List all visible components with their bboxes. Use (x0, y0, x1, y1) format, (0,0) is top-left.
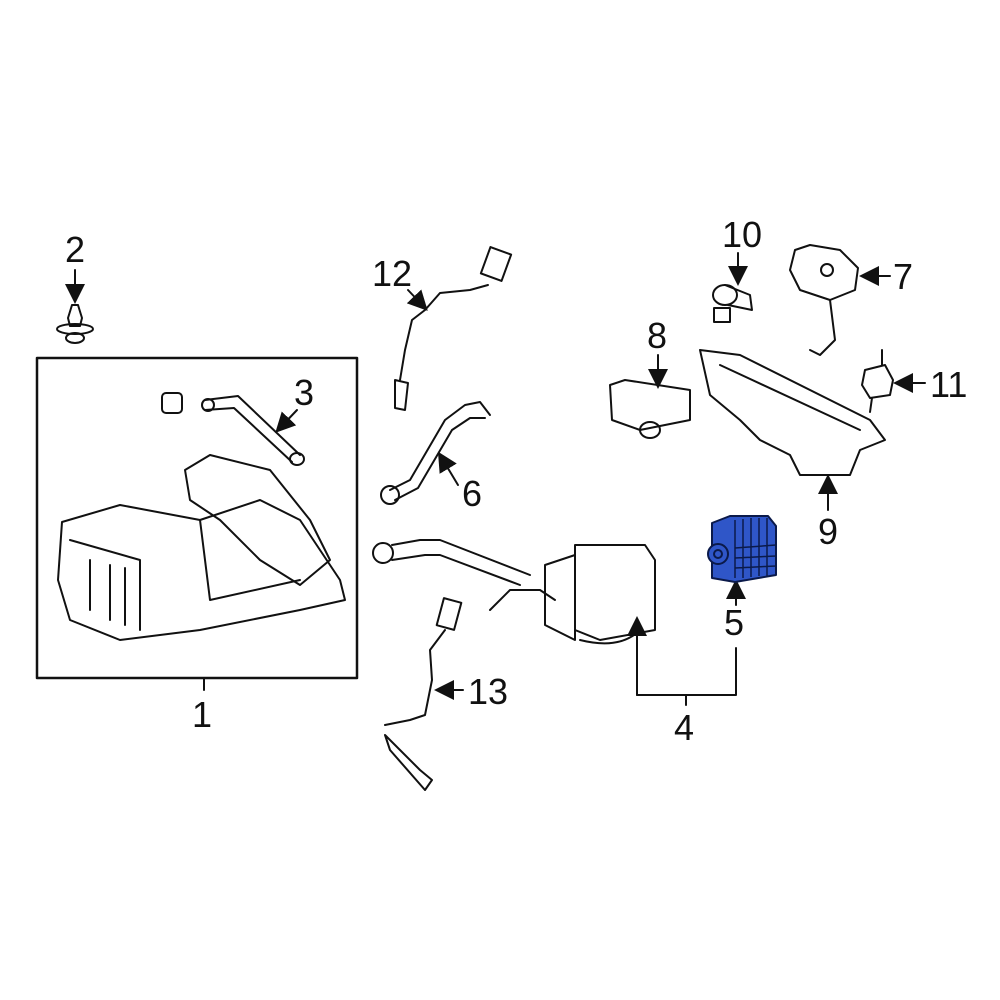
part-8-valve-icon (609, 379, 691, 439)
part-10-valve-icon (712, 284, 753, 323)
part-6-hose-icon (380, 401, 491, 505)
callout-8: 8 (647, 315, 668, 356)
part-1-canister-icon (57, 454, 346, 641)
callout-3: 3 (294, 372, 315, 413)
part-13-oxygen-sensor-icon (384, 597, 463, 791)
callout-7: 7 (893, 256, 914, 297)
callout-6: 6 (462, 473, 483, 514)
callout-1: 1 (192, 694, 213, 735)
part-12-oxygen-sensor-icon (394, 246, 513, 411)
part-1-group-box (35, 356, 359, 680)
callout-4: 4 (674, 707, 695, 748)
part-9-bracket-icon (699, 349, 886, 476)
part-2-clip-icon (56, 304, 94, 344)
callout-10: 10 (722, 214, 763, 255)
callout-5: 5 (724, 602, 745, 643)
callout-12: 12 (372, 253, 413, 294)
part-7-solenoid-icon (789, 244, 859, 356)
callout-2: 2 (65, 229, 86, 270)
callout-11: 11 (930, 364, 968, 405)
callout-9: 9 (818, 511, 839, 552)
part-11-filter-icon (861, 349, 894, 413)
callout-13: 13 (468, 671, 509, 712)
part-4-pump-assembly-icon (372, 539, 656, 645)
part-5-highlighted-component-icon (707, 515, 777, 583)
part-3-hose-icon (161, 392, 305, 466)
